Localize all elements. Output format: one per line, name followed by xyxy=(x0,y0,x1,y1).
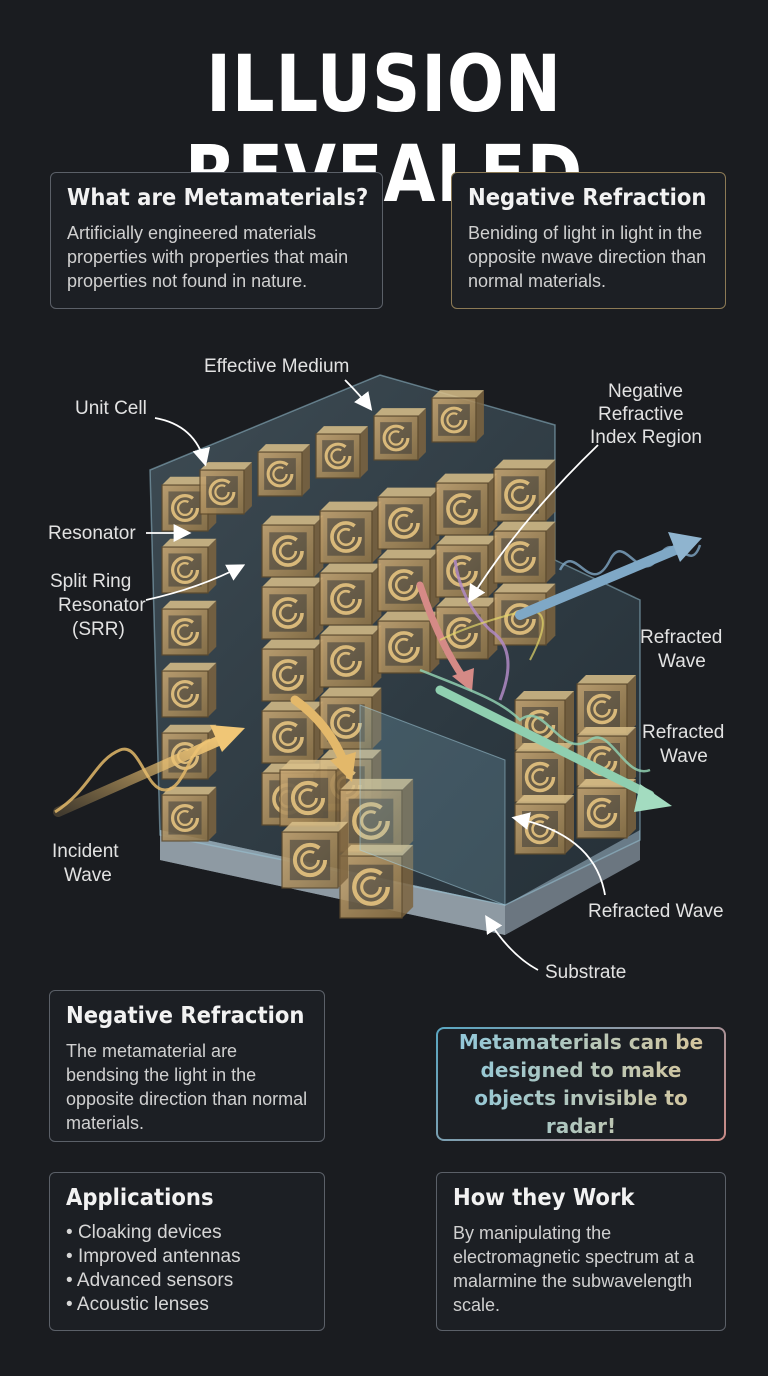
list-item: Improved antennas xyxy=(66,1245,308,1269)
glass-front-panel xyxy=(359,704,506,906)
label-effective-medium: Effective Medium xyxy=(204,356,349,377)
label-incident-line-1: Incident xyxy=(52,841,119,862)
unit-cell xyxy=(319,563,382,626)
list-item: Cloaking devices xyxy=(66,1221,308,1245)
applications-list: Cloaking devices Improved antennas Advan… xyxy=(66,1221,308,1317)
card-heading: Applications xyxy=(66,1185,214,1211)
unit-cell xyxy=(377,487,440,550)
incident-wave-oscillation xyxy=(54,738,211,814)
unit-cell xyxy=(431,390,484,443)
unit-cell xyxy=(281,821,349,889)
list-item: Advanced sensors xyxy=(66,1269,308,1293)
unit-cell xyxy=(373,408,426,461)
label-leaders xyxy=(145,379,606,971)
unit-cell xyxy=(261,577,324,640)
card-body: Artificially engineered materials proper… xyxy=(67,223,349,291)
list-item: Acoustic lenses xyxy=(66,1293,308,1317)
incident-arrowhead xyxy=(210,725,245,752)
label-refracted-b-line-1: Refracted xyxy=(642,722,724,743)
callout-text: Metamaterials can be designed to make ob… xyxy=(448,1028,714,1140)
card-heading: Negative Refraction xyxy=(468,185,707,211)
label-nri-line-1: Negative xyxy=(608,381,683,402)
label-nri-line-3: Index Region xyxy=(590,427,702,448)
card-body: By manipulating the electromagnetic spec… xyxy=(453,1223,695,1315)
label-refracted-a-line-1: Refracted xyxy=(640,627,722,648)
unit-cell xyxy=(161,786,217,842)
refracted-wave-b-arrowhead xyxy=(634,784,672,812)
unit-cell xyxy=(514,743,574,803)
unit-cell xyxy=(435,535,498,598)
card-body: The metamaterial are bendsing the light … xyxy=(66,1041,308,1133)
applications-card: Applications Cloaking devices Improved a… xyxy=(49,1172,325,1331)
unit-cell xyxy=(377,549,440,612)
inner-refraction-arrowhead xyxy=(330,752,356,782)
nri-arrowhead-pink xyxy=(452,668,474,692)
label-substrate: Substrate xyxy=(545,962,626,983)
label-srr-line-1: Split Ring xyxy=(50,571,131,592)
unit-cell xyxy=(257,444,310,497)
incident-wave-arrow xyxy=(53,733,230,817)
what-are-metamaterials-card: What are Metamaterials? Artificially eng… xyxy=(50,172,383,309)
unit-cell xyxy=(261,701,324,764)
unit-cell xyxy=(315,426,368,479)
unit-cell xyxy=(339,844,414,919)
unit-cell xyxy=(199,462,252,515)
unit-cell xyxy=(514,795,574,855)
card-heading: What are Metamaterials? xyxy=(67,185,369,211)
label-nri-line-2: Refractive xyxy=(598,404,684,425)
unit-cell xyxy=(377,611,440,674)
unit-cell xyxy=(319,625,382,688)
refracted-wave-a-arrowhead xyxy=(668,532,702,562)
negative-refraction-top-card: Negative Refraction Beniding of light in… xyxy=(451,172,726,309)
unit-cell xyxy=(493,459,556,522)
unit-cell xyxy=(261,515,324,578)
unit-cell xyxy=(339,778,414,853)
unit-cell xyxy=(279,759,347,827)
radar-invisibility-callout: Metamaterials can be designed to make ob… xyxy=(436,1027,726,1141)
card-heading: Negative Refraction xyxy=(66,1003,305,1029)
how-they-work-card: How they Work By manipulating the electr… xyxy=(436,1172,726,1331)
unit-cell xyxy=(576,675,636,735)
label-srr-line-2: Resonator xyxy=(58,595,146,616)
unit-cell xyxy=(161,600,217,656)
card-body: Beniding of light in light in the opposi… xyxy=(468,223,707,291)
label-incident-line-2: Wave xyxy=(64,865,112,886)
label-refracted-a-line-2: Wave xyxy=(658,651,706,672)
unit-cell xyxy=(161,538,217,594)
nri-path-purple xyxy=(453,559,510,701)
card-heading: How they Work xyxy=(453,1185,635,1211)
refracted-wave-a-arrow xyxy=(515,543,685,620)
label-refracted-b-line-2: Wave xyxy=(660,746,708,767)
metamaterial-diagram: Effective Medium Unit Cell Resonator Spl… xyxy=(48,356,724,983)
negative-refraction-bottom-card: Negative Refraction The metamaterial are… xyxy=(49,990,325,1142)
label-unit-cell: Unit Cell xyxy=(75,398,147,419)
unit-cell xyxy=(161,662,217,718)
refracted-wave-b-arrow xyxy=(435,685,655,800)
refracted-wave-b-oscillation xyxy=(419,668,651,773)
label-resonator: Resonator xyxy=(48,523,136,544)
unit-cell xyxy=(261,639,324,702)
unit-cell xyxy=(435,473,498,536)
label-refracted-wave: Refracted Wave xyxy=(588,901,724,922)
unit-cell xyxy=(319,501,382,564)
label-srr-line-3: (SRR) xyxy=(72,619,125,640)
